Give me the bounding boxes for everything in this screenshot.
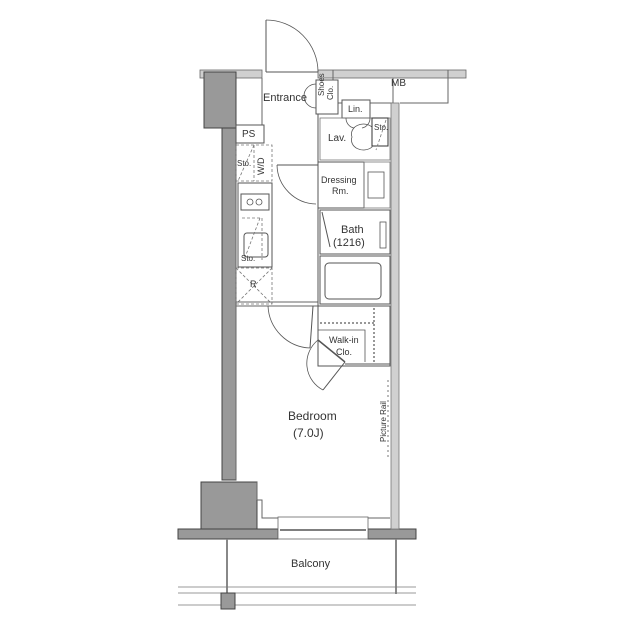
bedroom-door xyxy=(236,301,318,349)
label-balcony: Balcony xyxy=(291,558,331,570)
dressing-door xyxy=(276,164,318,205)
ps-box xyxy=(235,124,265,144)
label-bedroom-size: (7.0J) xyxy=(293,426,324,440)
balcony-window xyxy=(277,516,369,540)
stove-icon xyxy=(240,193,270,211)
label-shoes: Shoes xyxy=(317,73,326,96)
label-dressing: Dressing xyxy=(321,175,357,185)
label-entrance: Entrance xyxy=(263,92,307,104)
label-ps: PS xyxy=(242,129,256,140)
label-sto-kitchen: Sto. xyxy=(241,254,255,263)
label-lav: Lav. xyxy=(328,133,346,144)
label-wd: W/D xyxy=(256,157,266,175)
exterior-walls xyxy=(177,69,467,540)
balcony xyxy=(178,539,416,610)
bathtub-icon xyxy=(324,262,382,300)
wet-block xyxy=(306,99,391,391)
laundry-area xyxy=(235,144,273,182)
label-bath-size: (1216) xyxy=(333,237,365,249)
basin-icon xyxy=(351,123,373,151)
label-picture-rail: Picture Rail xyxy=(379,401,388,442)
label-mb: MB xyxy=(391,78,406,89)
label-bedroom: Bedroom xyxy=(288,409,337,423)
label-shoes-clo: Clo. xyxy=(326,86,335,100)
label-linen: Lin. xyxy=(348,104,363,114)
label-walkin-clo: Clo. xyxy=(336,347,352,357)
label-walkin: Walk-in xyxy=(329,335,359,345)
label-refrigerator: R xyxy=(250,279,257,289)
refrigerator-space xyxy=(235,267,273,305)
label-sto-lav: Sto. xyxy=(374,123,388,132)
label-bath: Bath xyxy=(341,224,364,236)
entrance-door xyxy=(265,19,319,73)
kitchen-counter xyxy=(237,182,273,268)
label-sto-wd: Sto. xyxy=(237,159,251,168)
label-dressing-rm: Rm. xyxy=(332,186,349,196)
